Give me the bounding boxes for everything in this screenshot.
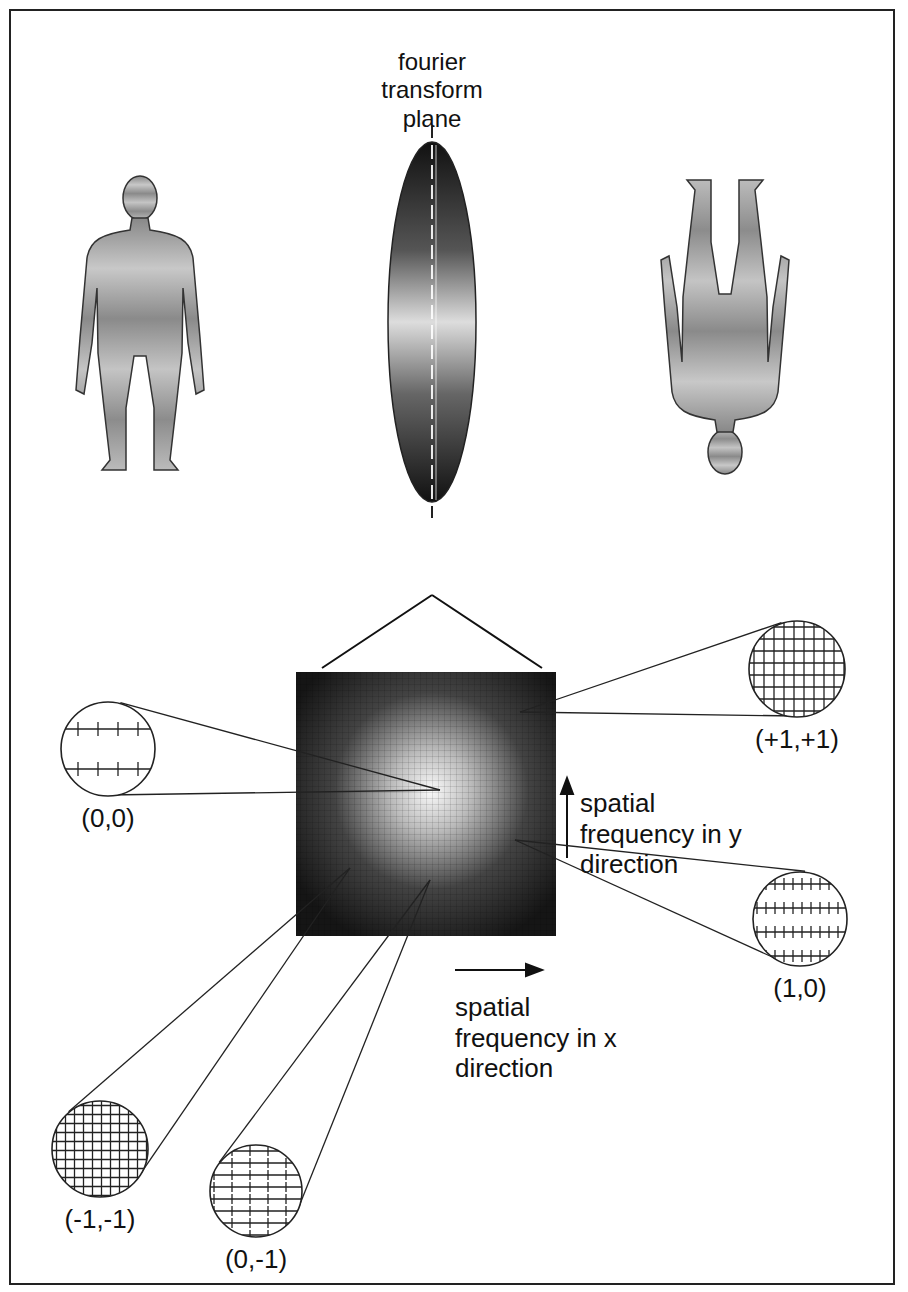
coordinate-label: (1,0) — [735, 973, 865, 1004]
human-figure — [76, 176, 204, 470]
lens — [388, 126, 476, 518]
coordinate-label: (+1,+1) — [732, 724, 862, 755]
lens-label: fourier transform plane — [367, 48, 497, 133]
leader-line — [69, 868, 350, 1112]
zoom-circle: (+1,+1) — [732, 620, 862, 757]
axis-label: spatial frequency in y direction — [580, 788, 765, 880]
zoom-circle: (0,-1) — [191, 1144, 321, 1277]
axis-label: spatial frequency in x direction — [455, 992, 640, 1084]
axis-arrows — [455, 778, 573, 976]
frame — [10, 10, 894, 1284]
coordinate-label: (0,-1) — [191, 1244, 321, 1275]
circle-outline — [35, 1100, 165, 1198]
fourier-square — [296, 672, 556, 936]
zoom-circle: (-1,-1) — [35, 1100, 165, 1237]
circle-outline — [43, 701, 173, 797]
leader-line — [109, 790, 440, 795]
zoom-circle: (0,0) — [43, 701, 173, 836]
leader-line — [299, 880, 430, 1207]
coordinate-label: (-1,-1) — [35, 1204, 165, 1235]
inverted-figure — [661, 180, 789, 474]
leader-line — [219, 880, 430, 1162]
circle-outline — [191, 1144, 321, 1238]
bracket — [322, 595, 542, 668]
circle-outline — [735, 871, 865, 967]
circle-outline — [732, 620, 862, 718]
leader-line — [520, 623, 781, 712]
leader-line — [120, 703, 440, 790]
leader-line — [520, 712, 796, 716]
zoom-circle: (1,0) — [735, 871, 865, 1006]
leader-lines — [69, 623, 805, 1208]
coordinate-label: (0,0) — [43, 803, 173, 834]
